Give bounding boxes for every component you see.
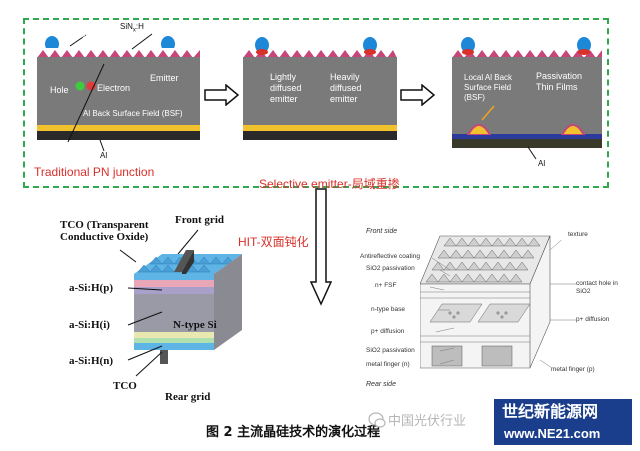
right-arrow-icon (400, 84, 436, 106)
label-tco: TCO (113, 380, 137, 392)
label-front-grid: Front grid (175, 214, 224, 226)
label-electron: Electron (97, 83, 131, 93)
front-grid-pointer (177, 229, 199, 255)
right-arrow-icon (204, 84, 240, 106)
label-lightly-diffused: Lightly diffused emitter (270, 72, 302, 104)
local-bsf-pointer (481, 105, 495, 121)
ag-finger-icon (461, 37, 475, 55)
caption-selective-emitter: Selective emitter-局域重掺 (259, 177, 400, 191)
label-sio2-top: SiO2 passivation (366, 265, 415, 272)
label-a-si-p: a-Si:H(p) (69, 282, 113, 294)
emitter-texture (37, 50, 200, 58)
label-metal-finger-p: metal finger (p) (551, 366, 595, 373)
al-pointer (99, 139, 105, 152)
figure-caption: 图 2 主流晶硅技术的演化过程 (206, 425, 381, 440)
bsf-layer (37, 125, 200, 131)
wechat-icon (368, 412, 386, 428)
label-antireflective: Antireflective coating (360, 253, 420, 260)
al-back-contact (452, 139, 602, 148)
layer-pointers (127, 287, 163, 377)
ibc-cell-stack (420, 235, 551, 369)
label-n-fsf: n+ FSF (375, 282, 397, 289)
sinx-pointer (131, 33, 153, 50)
local-bsf-contact (466, 124, 492, 135)
emitter-texture (243, 50, 397, 58)
silicon-wafer (452, 57, 602, 134)
label-a-si-i: a-Si:H(i) (69, 319, 110, 331)
al-back-contact (243, 131, 397, 140)
label-a-si-n: a-Si:H(n) (69, 355, 113, 367)
label-p-diffusion-left: p+ diffusion (371, 328, 405, 335)
watermark-brand-bottom: www.NE21.com (504, 426, 601, 441)
label-tco-title: TCO (Transparent Conductive Oxide) (60, 219, 149, 243)
label-heavily-diffused: Heavily diffused emitter (330, 72, 362, 104)
ag-finger-icon (363, 37, 377, 55)
label-sinx: SiNx:H (120, 22, 144, 34)
ag-finger-icon (161, 36, 175, 48)
al-pointer (527, 146, 537, 160)
label-rear-grid: Rear grid (165, 391, 211, 403)
brand-watermark: 世纪新能源网 www.NE21.com (494, 399, 632, 445)
label-metal-finger-n: metal finger (n) (366, 361, 410, 368)
label-sio2-bottom: SiO2 passivation (366, 347, 415, 354)
label-rear-side: Rear side (366, 381, 396, 388)
ibc-label-pointers (429, 240, 576, 369)
silicon-wafer (243, 57, 397, 125)
label-bsf: Al Back Surface Field (BSF) (83, 109, 183, 118)
label-emitter: Emitter (150, 73, 179, 83)
ag-finger-icon (45, 36, 59, 48)
top-dashed-frame (23, 18, 609, 188)
label-n-type-base: n-type base (371, 306, 405, 313)
caption-hit: HIT-双面钝化 (238, 235, 309, 249)
junction-arrow (67, 63, 105, 143)
silicon-wafer (37, 57, 200, 125)
ag-finger-pointer (69, 34, 87, 47)
local-bsf-contact (560, 124, 586, 135)
down-arrow-icon (310, 188, 332, 306)
label-contact-hole: contact hole in SiO2 (576, 280, 618, 295)
label-n-type-si: N-type Si (173, 319, 217, 331)
caption-traditional-pn: Traditional PN junction (34, 165, 155, 179)
al-back-contact (37, 131, 200, 140)
watermark-brand-top: 世纪新能源网 (502, 402, 599, 421)
label-front-side: Front side (366, 228, 398, 235)
label-hole: Hole (50, 85, 69, 95)
watermark-source: 中国光伏行业 (388, 414, 467, 429)
label-al: Al (538, 159, 546, 168)
label-passivation: Passivation Thin Films (536, 71, 583, 92)
label-al: Al (100, 151, 108, 160)
emitter-texture (452, 50, 602, 58)
label-local-bsf: Local Al Back Surface Field (BSF) (464, 73, 513, 102)
ag-finger-icon (255, 37, 269, 55)
passivation-layer (452, 134, 602, 139)
hit-cell-stack (134, 250, 242, 364)
label-texture: texture (568, 231, 588, 238)
tco-pointer (119, 249, 137, 263)
label-ag-finger: Ag Finger (78, 30, 118, 40)
ag-finger-icon (577, 37, 591, 55)
label-p-diffusion-right: p+ diffusion (576, 316, 610, 323)
bsf-layer (243, 125, 397, 131)
